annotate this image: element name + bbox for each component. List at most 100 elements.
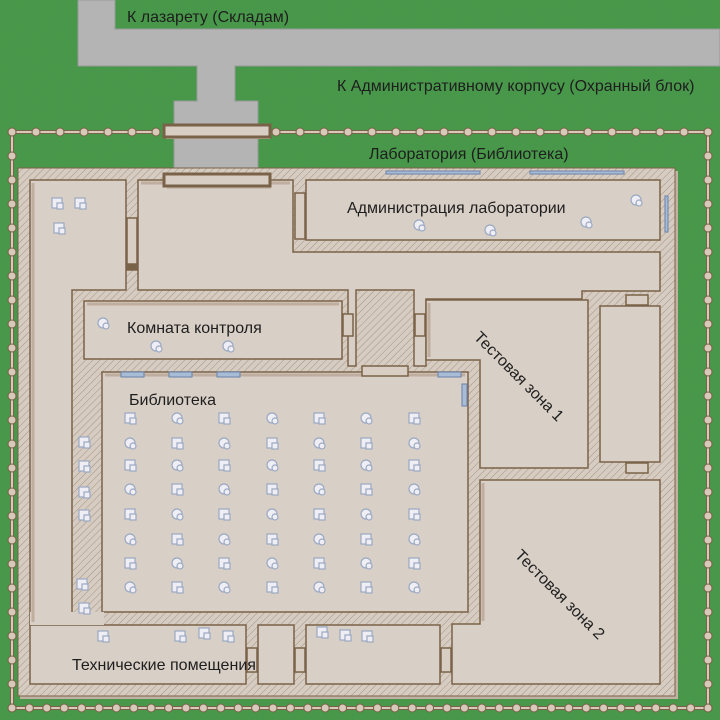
table-icon [171,533,184,546]
outer-gate[interactable] [162,123,272,139]
fence-post [511,127,521,137]
fence-post [686,703,696,713]
chair-icon [313,483,326,496]
table-icon [339,629,352,642]
fence-post [7,247,17,257]
fence-post [251,703,261,713]
fence-post [7,415,17,425]
fence-post [7,463,17,473]
chair-icon [360,508,373,521]
table-icon [124,508,137,521]
fence-post [103,127,113,137]
chair-icon [218,581,231,594]
door-library[interactable] [361,365,409,377]
fence-post [703,583,713,593]
fence-post [7,559,17,569]
fence-post [94,703,104,713]
chair-icon [408,533,421,546]
table-icon [361,630,374,643]
room-test-zone-1 [425,299,589,469]
table-icon [266,437,279,450]
main-entrance[interactable] [162,172,272,189]
table-icon [266,581,279,594]
table-icon [313,459,326,472]
chair-icon [171,412,184,425]
door-technical-small[interactable] [294,647,306,673]
table-icon [218,459,231,472]
fence-post [7,679,17,689]
table-icon [408,412,421,425]
fence-post [7,535,17,545]
door-right-narrow-bottom[interactable] [625,462,649,474]
fence-post [703,199,713,209]
fence-post [7,655,17,665]
fence-post [390,703,400,713]
chair-icon [150,340,163,353]
table-icon [360,533,373,546]
table-icon [408,459,421,472]
fence-post [583,127,593,137]
table-icon [78,436,91,449]
fence-post [703,631,713,641]
fence-post [129,703,139,713]
doors[interactable] [126,192,649,673]
table-icon [266,533,279,546]
fence-post [7,175,17,185]
fence-post [703,535,713,545]
fence-post [79,127,89,137]
table-icon [313,557,326,570]
door-test-zone-2[interactable] [440,647,452,673]
fence-post [703,655,713,665]
fence-post [146,703,156,713]
fence-post [703,703,713,713]
chair-icon [360,557,373,570]
door-technical[interactable] [246,647,258,673]
fence-post [285,703,295,713]
room-lab-admin [305,179,661,241]
fence-post [703,415,713,425]
fence-post [703,463,713,473]
fence-post [295,127,305,137]
fence-post [55,127,65,137]
door-lab-admin[interactable] [294,192,306,240]
fence-post [703,319,713,329]
fence-post [415,127,425,137]
fence-post [367,127,377,137]
fence-post [564,703,574,713]
fence-post [338,703,348,713]
table-icon [360,483,373,496]
door-test-zone-1[interactable] [414,313,426,337]
fence-post [7,223,17,233]
fence-post [7,511,17,521]
chair-icon [222,340,235,353]
chair-icon [266,557,279,570]
fence-post [24,703,34,713]
fence-post [459,703,469,713]
fence-post [59,703,69,713]
table-icon [313,508,326,521]
room-right-narrow [599,305,661,463]
fence-post [487,127,497,137]
fence-post [7,607,17,617]
chair-icon [408,581,421,594]
fence-post [703,391,713,401]
door-right-narrow-top[interactable] [625,294,649,306]
fence-post [529,703,539,713]
fence-post [655,127,665,137]
door-control-room[interactable] [342,313,354,337]
fence-post [703,127,713,137]
door-left-corridor[interactable] [126,217,138,269]
fence-post [7,295,17,305]
chair-icon [266,508,279,521]
fence-post [679,127,689,137]
fence-post [546,703,556,713]
room-central-hall [137,179,661,367]
chair-icon [484,224,497,237]
fence-post [7,367,17,377]
fence-post [668,703,678,713]
table-icon [76,578,89,591]
fence-post [703,439,713,449]
fence-post [7,391,17,401]
chair-icon [171,557,184,570]
